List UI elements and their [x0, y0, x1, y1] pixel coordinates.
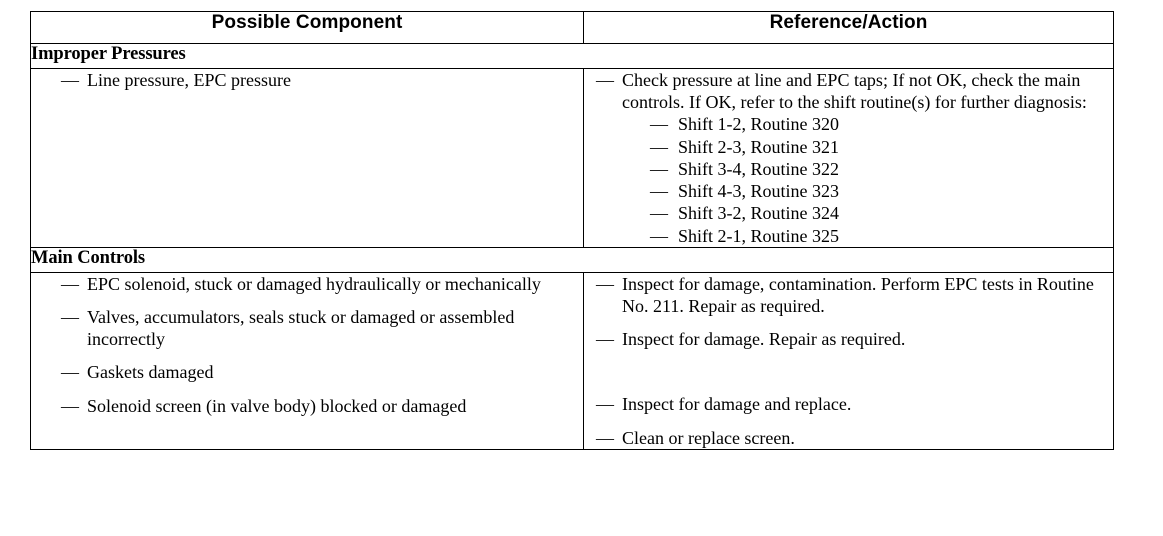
em-dash-icon: — [61, 395, 79, 416]
list-item: — Inspect for damage. Repair as required… [596, 328, 1105, 350]
em-dash-icon: — [596, 70, 614, 90]
list-item: — Inspect for damage, contamination. Per… [596, 273, 1105, 317]
action-list: — Inspect for damage, contamination. Per… [596, 273, 1105, 449]
list-item: — Shift 4-3, Routine 323 [650, 180, 1105, 202]
diagnostic-table: Possible Component Reference/Action Impr… [30, 11, 1114, 450]
section-title-main-controls: Main Controls [30, 246, 1114, 273]
list-item: — Shift 2-1, Routine 325 [650, 225, 1105, 247]
alignment-spacer [596, 361, 1105, 382]
table-header-row: Possible Component Reference/Action [30, 11, 1114, 44]
table-row: — EPC solenoid, stuck or damaged hydraul… [30, 271, 1114, 450]
list-item-label: Solenoid screen (in valve body) blocked … [87, 395, 467, 416]
list-item-label: Gaskets damaged [87, 362, 214, 383]
list-item: — Check pressure at line and EPC taps; I… [596, 69, 1105, 247]
reference-action-cell: — Check pressure at line and EPC taps; I… [583, 68, 1114, 248]
section-heading-row: Improper Pressures [30, 43, 1114, 69]
section-heading-row: Main Controls [30, 246, 1114, 273]
component-list: — EPC solenoid, stuck or damaged hydraul… [61, 273, 583, 417]
list-item-label: Line pressure, EPC pressure [87, 70, 291, 90]
component-list: — Line pressure, EPC pressure [61, 69, 583, 91]
list-item: — Inspect for damage and replace. [596, 393, 1105, 415]
list-item-label: Inspect for damage and replace. [622, 394, 852, 415]
list-item-label: EPC solenoid, stuck or damaged hydraulic… [87, 273, 541, 294]
component-cell: — Line pressure, EPC pressure [30, 68, 584, 248]
list-item-label: Clean or replace screen. [622, 427, 795, 448]
table-row: — Line pressure, EPC pressure — Check pr… [30, 68, 1114, 248]
list-item: — Solenoid screen (in valve body) blocke… [61, 395, 583, 417]
em-dash-icon: — [650, 225, 668, 246]
action-list: — Check pressure at line and EPC taps; I… [596, 69, 1105, 247]
em-dash-icon: — [61, 362, 79, 383]
column-header-possible-component: Possible Component [30, 11, 584, 44]
em-dash-icon: — [650, 158, 668, 179]
routine-label: Shift 4-3, Routine 323 [678, 181, 839, 202]
column-header-reference-action: Reference/Action [583, 11, 1114, 44]
em-dash-icon: — [61, 273, 79, 294]
em-dash-icon: — [650, 181, 668, 202]
component-cell: — EPC solenoid, stuck or damaged hydraul… [30, 271, 584, 450]
routine-label: Shift 1-2, Routine 320 [678, 114, 839, 135]
list-item: — Shift 3-4, Routine 322 [650, 158, 1105, 180]
list-item-label: Inspect for damage, contamination. Perfo… [622, 273, 1094, 316]
list-item: — Shift 3-2, Routine 324 [650, 202, 1105, 224]
routine-label: Shift 3-2, Routine 324 [678, 203, 839, 224]
routine-label: Shift 3-4, Routine 322 [678, 158, 839, 179]
list-item: — Valves, accumulators, seals stuck or d… [61, 306, 583, 350]
list-item-label: Inspect for damage. Repair as required. [622, 329, 906, 350]
em-dash-icon: — [596, 394, 614, 415]
list-item: — Clean or replace screen. [596, 427, 1105, 449]
routine-label: Shift 2-3, Routine 321 [678, 136, 839, 157]
section-title-improper-pressures: Improper Pressures [30, 43, 1114, 69]
list-item: — Gaskets damaged [61, 361, 583, 383]
action-intro-text: Check pressure at line and EPC taps; If … [622, 70, 1087, 113]
list-item: — Line pressure, EPC pressure [61, 69, 583, 91]
em-dash-icon: — [61, 306, 79, 327]
list-item: — EPC solenoid, stuck or damaged hydraul… [61, 273, 583, 295]
routine-label: Shift 2-1, Routine 325 [678, 225, 839, 246]
reference-action-cell: — Inspect for damage, contamination. Per… [583, 271, 1114, 450]
em-dash-icon: — [596, 427, 614, 448]
list-item-label: Valves, accumulators, seals stuck or dam… [87, 306, 515, 350]
em-dash-icon: — [61, 70, 79, 90]
list-item: — Shift 1-2, Routine 320 [650, 113, 1105, 135]
em-dash-icon: — [596, 273, 614, 294]
em-dash-icon: — [650, 136, 668, 157]
routine-list: — Shift 1-2, Routine 320 — Shift 2-3, Ro… [622, 113, 1105, 246]
em-dash-icon: — [650, 114, 668, 135]
em-dash-icon: — [596, 329, 614, 350]
list-item: — Shift 2-3, Routine 321 [650, 136, 1105, 158]
em-dash-icon: — [650, 203, 668, 224]
